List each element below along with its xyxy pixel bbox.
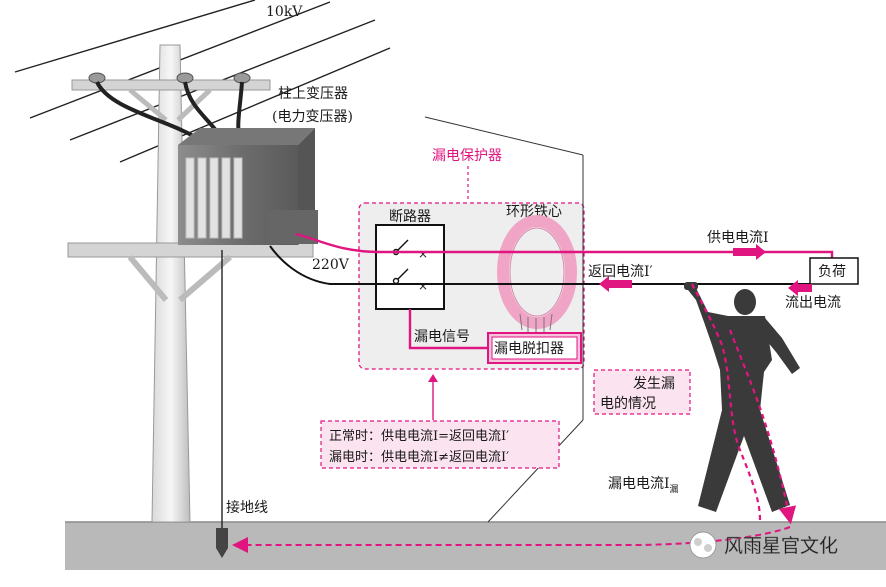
protector-title: 漏电保护器 bbox=[432, 148, 502, 164]
condition-normal-text: 正常时：供电电流I=返回电流I′ bbox=[329, 429, 509, 444]
leak-signal-label: 漏电信号 bbox=[414, 329, 470, 345]
breaker-box bbox=[375, 224, 445, 310]
leak-path-through-body-2 bbox=[728, 329, 797, 525]
outflow-arrow bbox=[788, 280, 812, 296]
leak-current-label: 漏电电流I漏 bbox=[608, 476, 679, 495]
condition-note bbox=[320, 420, 560, 469]
supply-arrow bbox=[733, 244, 766, 260]
voltage-220v-label: 220V bbox=[312, 257, 350, 273]
condition-leak-text: 漏电时：供电电流I≠返回电流I′ bbox=[329, 449, 509, 465]
ground-wire-label: 接地线 bbox=[226, 499, 268, 516]
breaker-contact-2: × bbox=[418, 279, 428, 293]
ground bbox=[65, 522, 886, 570]
watermark: 风雨星官文化 bbox=[689, 531, 838, 559]
ring-core-inner bbox=[509, 227, 565, 317]
trip-unit-label: 漏电脱扣器 bbox=[494, 341, 564, 357]
ring-core bbox=[497, 215, 577, 329]
ground-return-path bbox=[232, 526, 791, 553]
load-label: 负荷 bbox=[818, 264, 846, 280]
pole-transformer bbox=[178, 128, 318, 245]
return-current-label: 返回电流I′ bbox=[588, 264, 653, 280]
leak-signal-line bbox=[408, 309, 488, 350]
core-winding bbox=[519, 313, 553, 333]
breaker-label: 断路器 bbox=[389, 209, 431, 225]
voltage-10kv-label: 10kV bbox=[266, 4, 303, 20]
return-line bbox=[269, 245, 812, 285]
breaker-contact-1: × bbox=[418, 247, 428, 261]
transformer-sublabel: (电力变压器) bbox=[272, 109, 353, 125]
panel-perspective-lines bbox=[424, 116, 584, 523]
outflow-current-label: 流出电流 bbox=[785, 295, 841, 311]
leak-current-text: 漏电电流I bbox=[608, 476, 670, 492]
leak-current-subscript: 漏 bbox=[670, 483, 679, 495]
person-figure bbox=[684, 282, 800, 512]
leak-event-text-2: 电的情况 bbox=[600, 396, 656, 412]
insulators bbox=[88, 72, 251, 84]
load-box bbox=[809, 257, 859, 285]
core-label: 环形铁心 bbox=[506, 204, 562, 220]
ground-rod bbox=[216, 528, 228, 558]
leak-event-text-1: 发生漏 bbox=[633, 376, 675, 392]
watermark-text: 风雨星官文化 bbox=[724, 535, 838, 557]
return-arrow bbox=[599, 276, 632, 292]
condition-leader-arrow bbox=[428, 374, 438, 382]
transformer-label: 柱上变压器 bbox=[278, 86, 348, 102]
supply-current-label: 供电电流I bbox=[707, 230, 769, 246]
supply-line bbox=[295, 232, 834, 262]
leak-event-note bbox=[593, 369, 691, 415]
